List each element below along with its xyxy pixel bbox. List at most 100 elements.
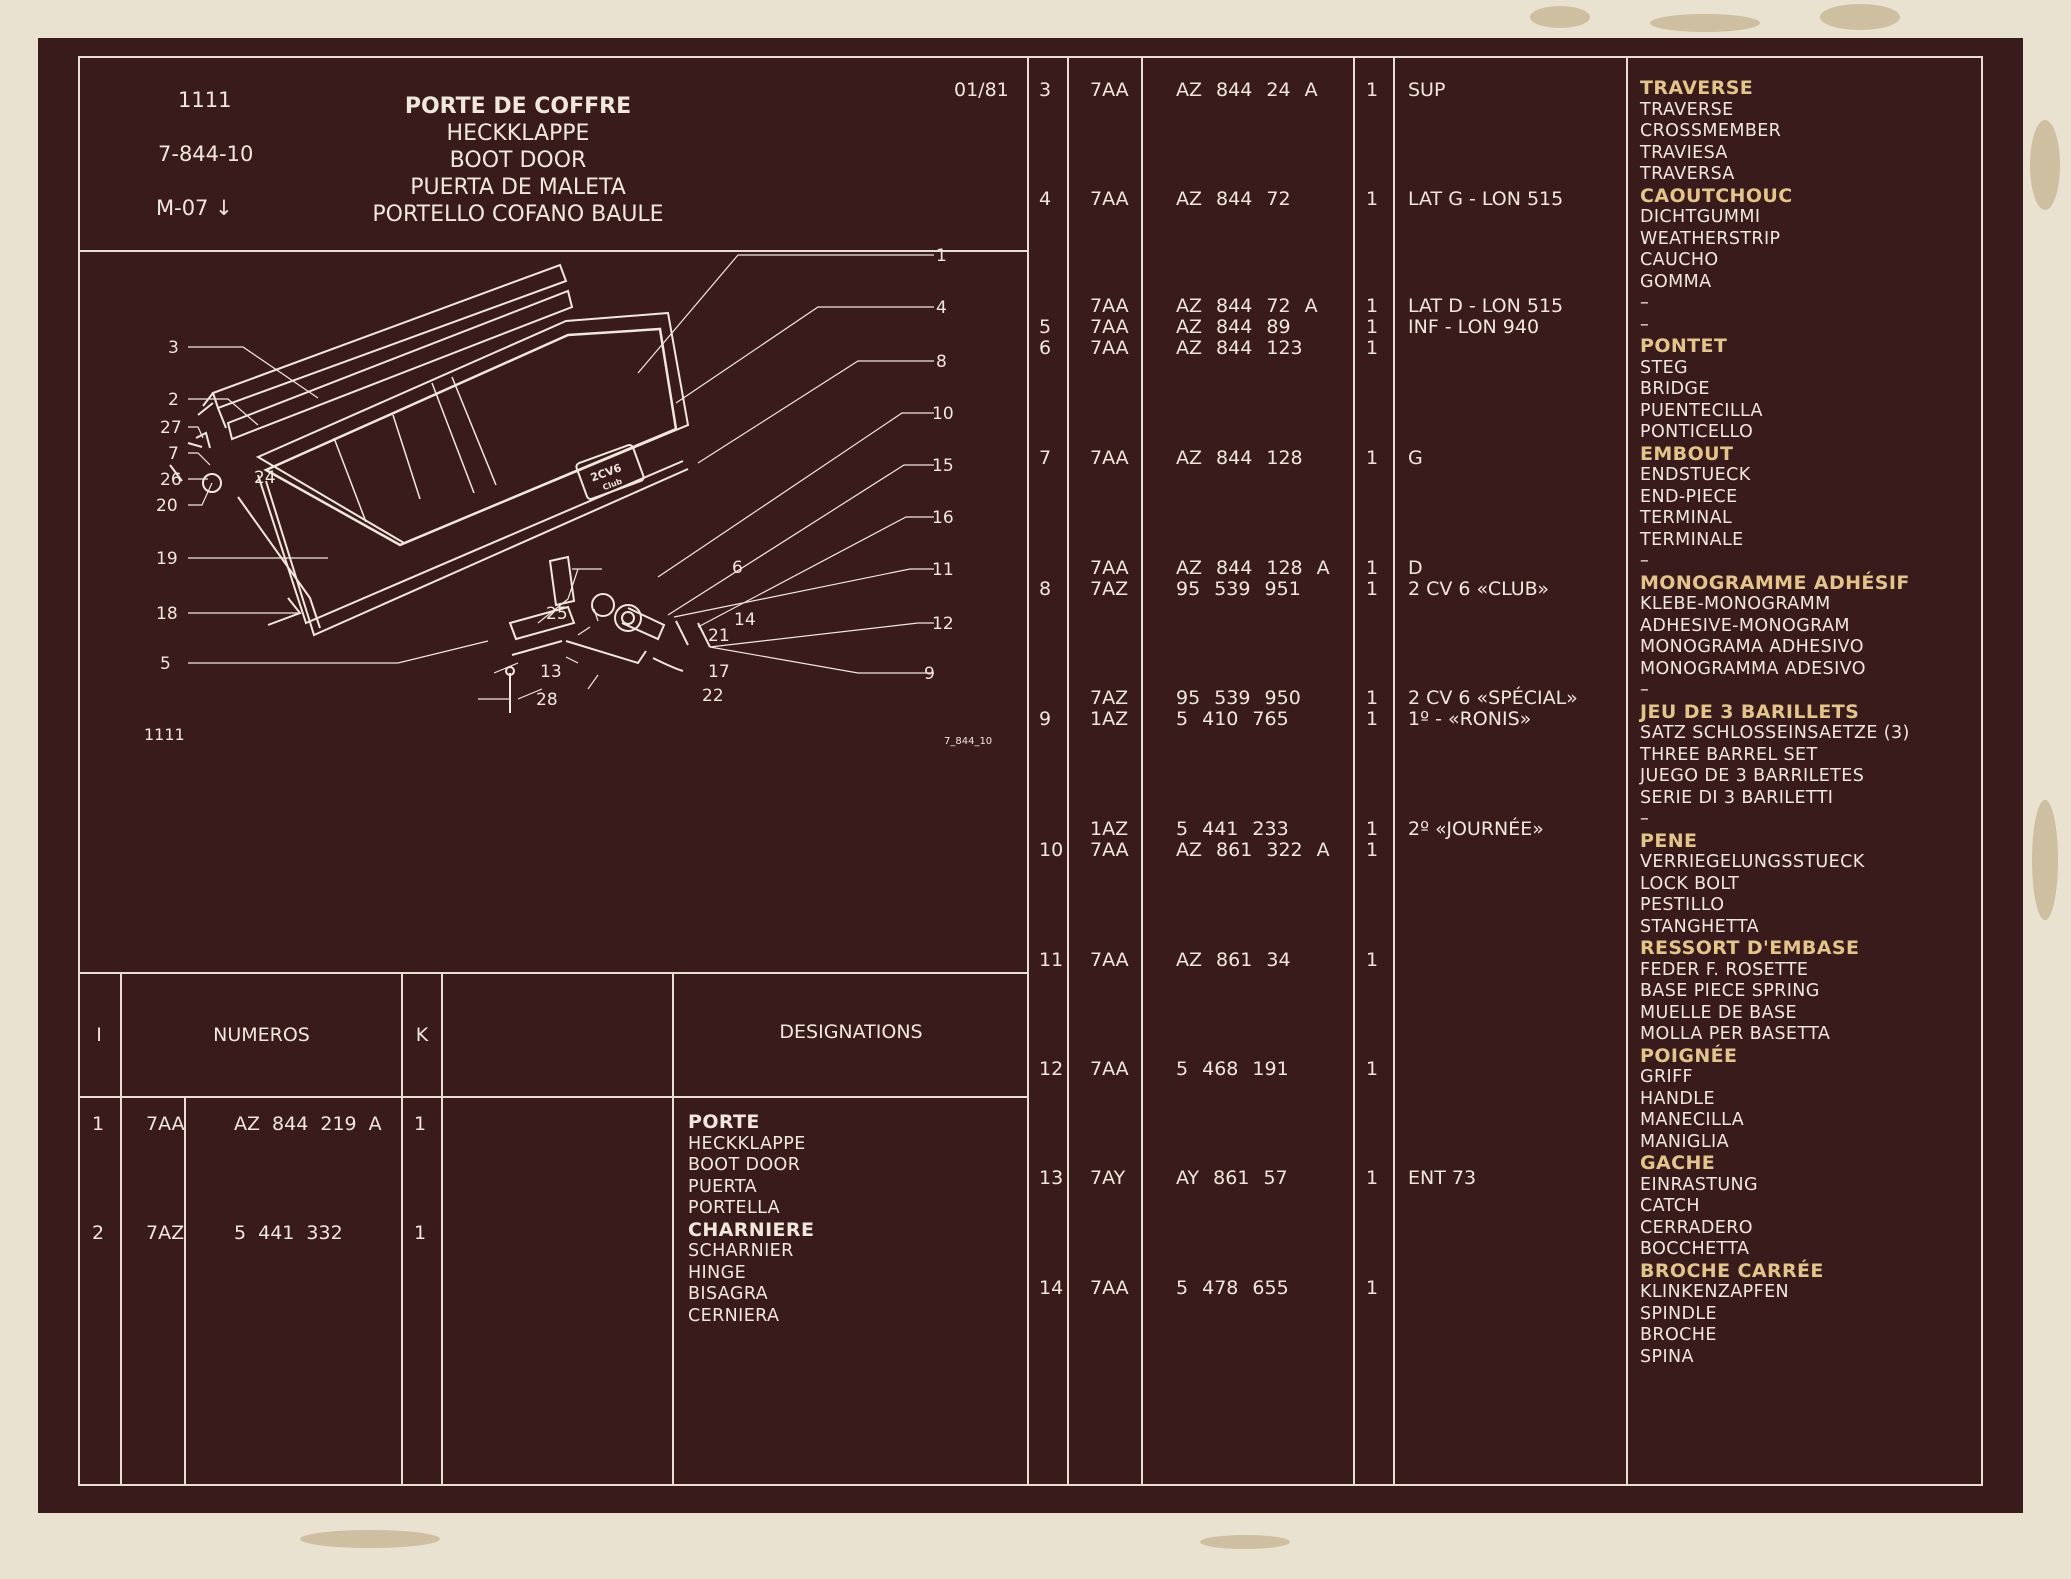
designation-line: PESTILLO (1640, 895, 1725, 915)
designation-line: STANGHETTA (1640, 916, 1759, 937)
designation-title: BROCHE CARRÉE (1640, 1259, 1824, 1282)
cell-prefix: 7AZ (1090, 687, 1129, 709)
designation-line: ENDSTUECK (1640, 465, 1751, 485)
callout-1: 1 (936, 246, 947, 266)
cell-qty: 1 (1366, 1277, 1379, 1299)
designation-title: CAOUTCHOUC (1640, 184, 1793, 207)
cell-note: 2 CV 6 «CLUB» (1408, 578, 1549, 600)
designation-line: VERRIEGELUNGSSTUECK (1640, 852, 1865, 872)
cell-qty: 1 (1366, 708, 1379, 730)
callout-9: 9 (924, 664, 935, 684)
designation-line: TRAVIESA (1640, 142, 1728, 163)
cell-qty: 1 (1366, 839, 1379, 861)
callout-20: 20 (156, 496, 178, 516)
cell-note: ENT 73 (1408, 1167, 1477, 1189)
designation-line: SPINDLE (1640, 1303, 1717, 1324)
designation-line: CAUCHO (1640, 250, 1719, 270)
cell-note: SUP (1408, 79, 1446, 101)
designation-line: EINRASTUNG (1640, 1174, 1758, 1195)
callout-24: 24 (254, 468, 276, 488)
cell-prefix: 1AZ (1090, 708, 1129, 730)
cell-item: 9 (1039, 708, 1052, 730)
callout-22: 22 (702, 686, 724, 706)
designation-line: CATCH (1640, 1196, 1700, 1216)
cell-item: 3 (1039, 79, 1052, 101)
cell-number: AY 861 57 (1176, 1167, 1288, 1189)
designation-line: TERMINAL (1640, 508, 1733, 528)
cell-prefix: 7AA (1090, 188, 1129, 210)
cell-note: 1º - «RONIS» (1408, 708, 1532, 730)
cell-number: 5 478 655 (1176, 1277, 1289, 1299)
cell-prefix: 7AA (1090, 316, 1129, 338)
designation-line: – (1640, 293, 1650, 313)
callout-7: 7 (168, 444, 179, 464)
cell-number: AZ 844 24 A (1176, 79, 1318, 101)
col-header-i: I (96, 1024, 102, 1046)
callout-16: 16 (932, 508, 954, 528)
designation-line: TRAVERSE (1640, 99, 1734, 120)
designation-line: KLINKENZAPFEN (1640, 1282, 1790, 1302)
cell-prefix: 7AZ (1090, 578, 1129, 600)
cell-number: AZ 844 72 A (1176, 295, 1318, 317)
divider-center (1027, 56, 1029, 1484)
designation-line: – (1640, 680, 1650, 700)
designation-line: CROSSMEMBER (1640, 121, 1782, 141)
designation-title: JEU DE 3 BARILLETS (1640, 700, 1860, 723)
parts-plate: 1111 7-844-10 M-07 ↓ PORTE DE COFFRE HEC… (38, 38, 2023, 1513)
cell-qty: 1 (1366, 578, 1379, 600)
callout-13: 13 (540, 662, 562, 682)
designation-line: TERMINALE (1640, 529, 1744, 550)
callout-8: 8 (936, 352, 947, 372)
plate-date: 01/81 (954, 79, 1009, 101)
designation-line: MUELLE DE BASE (1640, 1002, 1797, 1023)
cell-item: 10 (1039, 839, 1064, 861)
callout-10: 10 (932, 404, 954, 424)
designation-title: PONTET (1640, 335, 1728, 357)
cell-number: 95 539 950 (1176, 687, 1301, 709)
designation-line: DICHTGUMMI (1640, 207, 1761, 227)
callout-15: 15 (932, 456, 954, 476)
designation-line: SATZ SCHLOSSEINSAETZE (3) (1640, 723, 1910, 743)
designation-title: PENE (1640, 829, 1698, 852)
callout-21: 21 (708, 626, 730, 646)
callout-3: 3 (168, 338, 179, 358)
designation-line: GRIFF (1640, 1067, 1694, 1087)
cell-number: 5 410 765 (1176, 708, 1289, 730)
designation-line: STEG (1640, 357, 1689, 378)
arrow-down-icon: ↓ (215, 196, 233, 220)
diagram-plate-number: 1111 (144, 725, 185, 744)
col-header-designations: DESIGNATIONS (779, 1021, 923, 1043)
page-title: PORTE DE COFFRE HECKKLAPPE BOOT DOOR PUE… (372, 94, 664, 227)
cell-prefix: 7AY (1090, 1167, 1126, 1189)
cell-qty: 1 (1366, 79, 1379, 101)
cell-prefix: 7AA (1090, 337, 1129, 359)
cell-number: AZ 844 128 A (1176, 557, 1330, 579)
cell-qty: 1 (1366, 337, 1379, 359)
designation-line: – (1640, 314, 1650, 335)
designation-line: MONOGRAMA ADHESIVO (1640, 637, 1864, 657)
designation-line: GOMMA (1640, 271, 1712, 292)
col-header-k: K (415, 1024, 429, 1046)
plate-frame (78, 56, 1983, 1486)
designation-line: PUENTECILLA (1640, 400, 1763, 421)
designation-line: MANECILLA (1640, 1110, 1745, 1130)
designation-line: SERIE DI 3 BARILETTI (1640, 787, 1834, 808)
diagram-ref: 7_844_10 (944, 736, 993, 747)
cell-item: 11 (1039, 949, 1064, 971)
designation-line: END-PIECE (1640, 486, 1738, 507)
designation-line: LOCK BOLT (1640, 873, 1740, 894)
cell-item: 7 (1039, 447, 1052, 469)
plate-code: 7-844-10 (158, 142, 254, 166)
cell-number: AZ 844 72 (1176, 188, 1291, 210)
callout-27: 27 (160, 418, 182, 438)
exploded-diagram: 2CV6 Club (169, 254, 934, 713)
cell-item: 8 (1039, 578, 1052, 600)
cell-qty: 1 (1366, 316, 1379, 338)
cell-number: AZ 861 322 A (1176, 839, 1330, 861)
designation-line: SPINA (1640, 1346, 1694, 1367)
designation-line: MOLLA PER BASETTA (1640, 1024, 1831, 1044)
cell-item: 12 (1039, 1058, 1064, 1080)
callout-19: 19 (156, 549, 178, 569)
callout-12: 12 (932, 614, 954, 634)
